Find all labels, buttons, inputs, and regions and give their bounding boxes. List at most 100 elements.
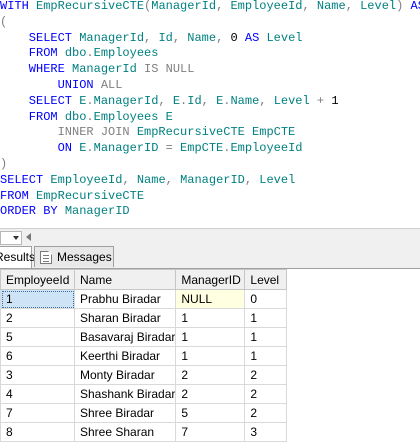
table-cell[interactable]: 2 xyxy=(175,384,246,404)
code-token: dbo xyxy=(64,109,87,124)
table-cell[interactable]: 2 xyxy=(244,403,288,423)
code-token: EmpCTE xyxy=(180,141,224,156)
code-token: UNION xyxy=(0,78,101,92)
tab-results[interactable]: Results xyxy=(0,246,35,268)
table-cell[interactable]: 2 xyxy=(244,384,288,404)
code-token: EmpRecursiveCTE xyxy=(136,125,253,140)
code-token: ( xyxy=(144,0,152,13)
code-token: , xyxy=(244,172,260,187)
code-token: , xyxy=(158,93,173,108)
code-token: , xyxy=(259,93,274,108)
code-token: Level xyxy=(273,93,317,108)
code-token: , xyxy=(345,0,361,13)
table-cell[interactable]: 3 xyxy=(0,365,75,385)
column-header[interactable]: Level xyxy=(244,269,288,290)
table-cell[interactable]: 6 xyxy=(0,346,75,366)
sql-editor[interactable]: WITH EmpRecursiveCTE ( ManagerId, Employee… xyxy=(0,0,420,228)
table-cell[interactable]: Shree Sharan xyxy=(73,422,177,442)
table-cell[interactable]: 1 xyxy=(0,289,75,309)
table-cell[interactable]: 3 xyxy=(244,422,288,442)
table-cell[interactable]: 5 xyxy=(175,403,246,423)
table-cell[interactable]: 1 xyxy=(175,346,246,366)
code-token: E xyxy=(165,109,173,124)
code-line: ON E.ManagerID = EmpCTE.EmployeeId xyxy=(0,140,303,157)
code-token: . xyxy=(223,93,231,108)
table-cell[interactable]: 2 xyxy=(175,365,246,385)
pane-splitter-bar xyxy=(0,228,420,246)
code-token: ORDER BY xyxy=(0,204,65,219)
code-token: WITH xyxy=(0,0,37,13)
code-token: . xyxy=(180,93,188,108)
code-token: ) xyxy=(0,157,8,171)
code-token: ON xyxy=(0,141,80,156)
table-cell[interactable]: 1 xyxy=(244,327,288,347)
table-cell[interactable]: NULL xyxy=(175,289,246,309)
chevron-down-icon xyxy=(13,236,19,240)
code-token: dbo xyxy=(64,46,87,61)
code-token: ( xyxy=(0,14,8,29)
table-cell[interactable]: 5 xyxy=(0,327,75,347)
table-cell[interactable]: 1 xyxy=(175,327,246,347)
code-token: E xyxy=(79,93,87,108)
table-cell[interactable]: Prabhu Biradar xyxy=(73,289,177,309)
table-cell[interactable]: 1 xyxy=(244,308,288,328)
result-tabs: Results Messages xyxy=(0,246,420,269)
table-cell[interactable]: 4 xyxy=(0,384,75,404)
table-cell[interactable]: Keerthi Biradar xyxy=(73,346,177,366)
code-line: ( xyxy=(0,14,7,31)
table-cell[interactable]: Shashank Biradar xyxy=(73,384,177,404)
code-token: 0 xyxy=(230,30,245,45)
code-token: Employees xyxy=(93,46,159,61)
table-cell[interactable]: 8 xyxy=(0,422,75,442)
code-token: FROM xyxy=(0,46,65,61)
code-token: EmployeeId xyxy=(50,172,123,187)
code-token: , xyxy=(122,172,137,187)
tab-messages[interactable]: Messages xyxy=(34,246,114,267)
code-token: ManagerId xyxy=(79,30,145,45)
code-token: . xyxy=(223,141,231,156)
code-line: ) xyxy=(0,156,7,173)
code-token: SELECT xyxy=(0,30,80,45)
messages-icon xyxy=(40,251,52,264)
code-line: FROM dbo.Employees xyxy=(0,45,159,62)
table-cell[interactable]: Sharan Biradar xyxy=(73,308,177,328)
code-token: . xyxy=(86,93,94,108)
scroll-left-icon[interactable] xyxy=(26,233,31,241)
table-cell[interactable]: 1 xyxy=(175,308,246,328)
table-cell[interactable]: Monty Biradar xyxy=(73,365,177,385)
code-token: EmpRecursiveCTE xyxy=(36,188,145,203)
code-token: Name xyxy=(136,172,166,187)
code-token: + xyxy=(316,93,332,108)
code-token: E xyxy=(172,93,181,108)
column-header[interactable]: ManagerID xyxy=(175,269,246,290)
code-token: . xyxy=(86,46,94,61)
code-token: Level xyxy=(266,30,303,45)
code-line: WITH EmpRecursiveCTE(ManagerId, Employee… xyxy=(0,0,420,15)
code-line: SELECT EmployeeId, Name, ManagerID, Leve… xyxy=(0,172,295,189)
table-cell[interactable]: 0 xyxy=(244,289,288,309)
code-token: E xyxy=(79,141,87,156)
table-cell[interactable]: Shree Biradar xyxy=(73,403,177,423)
column-header[interactable]: Name xyxy=(73,269,177,290)
table-cell[interactable]: 1 xyxy=(244,346,288,366)
table-cell[interactable]: 2 xyxy=(244,365,288,385)
table-cell[interactable]: 7 xyxy=(175,422,246,442)
zoom-dropdown[interactable] xyxy=(0,231,22,245)
code-token: . xyxy=(86,141,94,156)
code-token: = xyxy=(165,141,181,156)
table-cell[interactable]: 7 xyxy=(0,403,75,423)
code-token: Name xyxy=(230,93,260,108)
code-token: , xyxy=(144,30,159,45)
table-cell[interactable]: 2 xyxy=(0,308,75,328)
table-cell[interactable]: Basavaraj Biradar xyxy=(73,327,177,347)
column-header[interactable]: EmployeeId xyxy=(0,269,75,290)
